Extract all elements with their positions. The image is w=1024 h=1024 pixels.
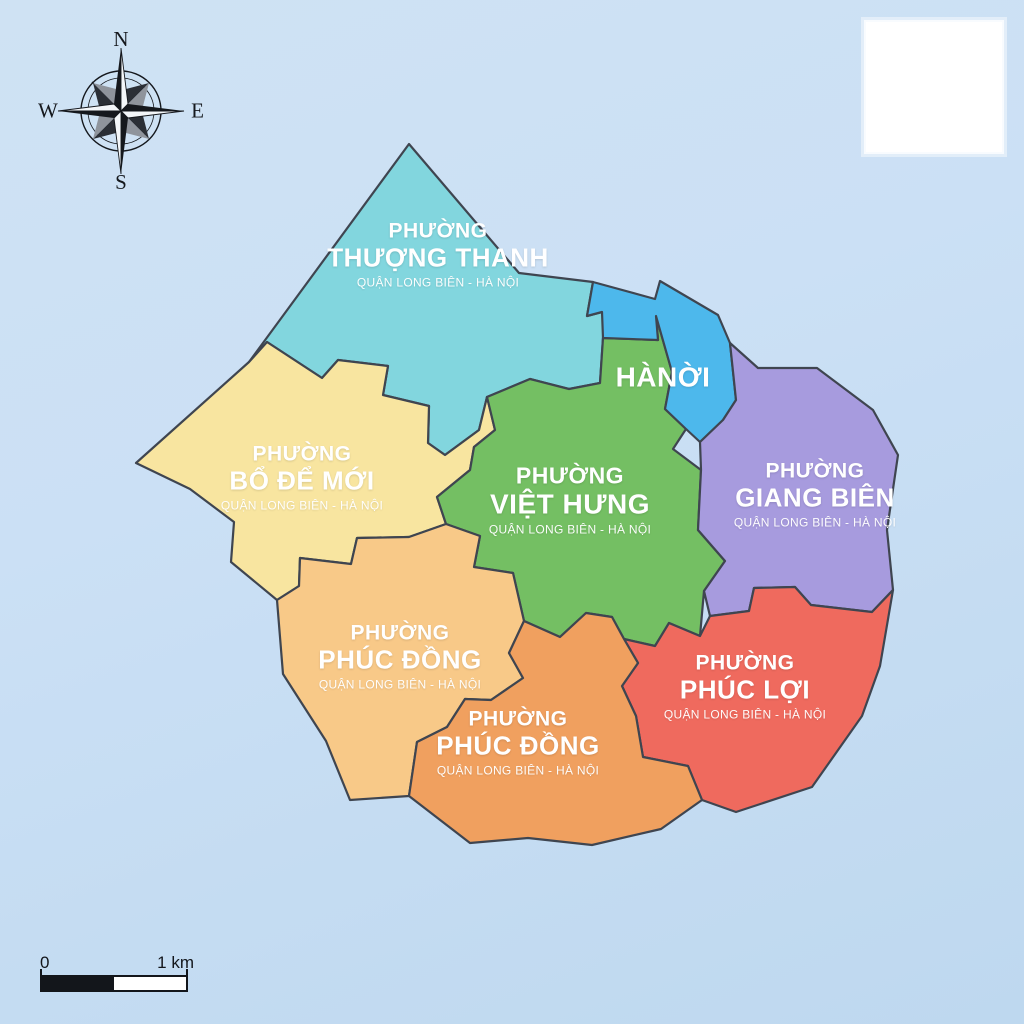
compass-label-west: W xyxy=(38,98,58,123)
map-region-phuc-dong-south[interactable] xyxy=(407,611,704,847)
compass-label-east: E xyxy=(191,98,204,123)
scale-zero-label: 0 xyxy=(40,953,50,972)
scale-bar: 0 1 km xyxy=(40,953,194,992)
compass-rose: N S W E xyxy=(36,26,206,196)
scale-bar-segment-filled xyxy=(42,977,114,990)
scale-max-label: 1 km xyxy=(157,953,194,972)
compass-rose-icon xyxy=(57,47,185,175)
compass-label-south: S xyxy=(115,170,127,194)
scale-bar-track xyxy=(40,969,188,992)
legend-panel[interactable] xyxy=(864,20,1004,154)
compass-label-north: N xyxy=(113,27,129,51)
map-region-phuc-loi[interactable] xyxy=(620,585,895,814)
regions-group xyxy=(134,142,900,847)
scale-bar-labels: 0 1 km xyxy=(40,953,194,975)
scale-bar-segment-empty xyxy=(114,977,186,990)
